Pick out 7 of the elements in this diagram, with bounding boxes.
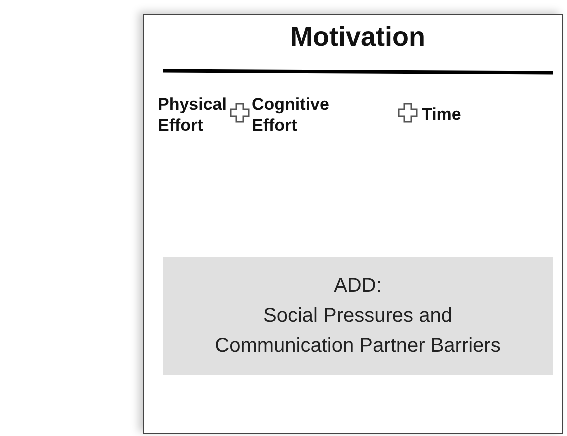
note-box	[163, 257, 553, 375]
box-text: Social Pressures and Communication Partner Barriers	[214, 304, 502, 359]
title: Motivation	[290, 22, 426, 53]
term-label: Physical Effort	[158, 94, 228, 136]
term-label: Cognitive Effort	[252, 94, 330, 136]
term-label: Time	[422, 104, 462, 125]
box-heading: ADD:	[334, 274, 382, 299]
